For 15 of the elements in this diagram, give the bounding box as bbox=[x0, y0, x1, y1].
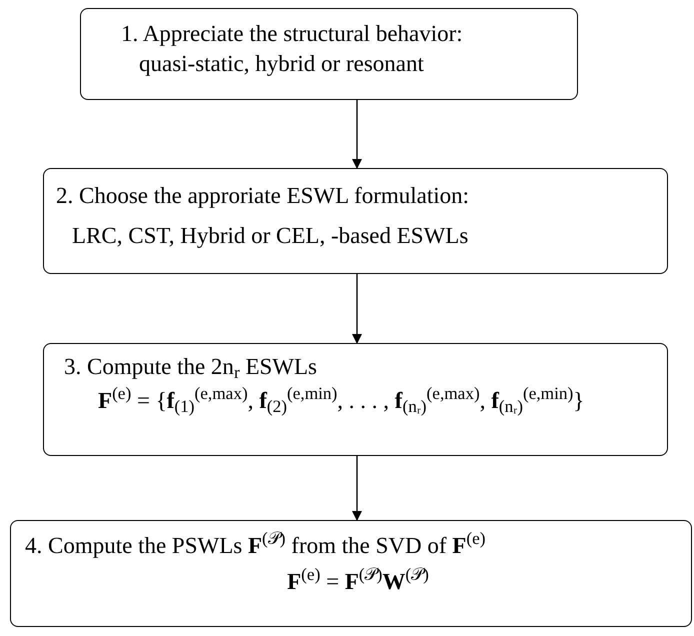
step-detail: LRC, CST, Hybrid or CEL, -based ESWLs bbox=[71, 222, 470, 250]
arrow bbox=[352, 274, 362, 344]
process-box bbox=[80, 8, 578, 100]
step-title: 2. Choose the approriate ESWL formulation: bbox=[56, 182, 470, 210]
arrow bbox=[352, 100, 362, 169]
step-detail: F$^{(e)}$ = F$^{(𝒫)}$W$^{(𝒫)}$ bbox=[286, 564, 430, 596]
step-title: 3. Compute the 2n$_{r}$ ESWLs bbox=[64, 353, 318, 382]
step-detail: F$^{(e)}$ = {f$_{(1)}$$^{(e,max)}$, f$_{(2)}$$^{(e,min)}$, . . . , f$_{(nᵣ)}$$^{(e,max)}$, f$_{(nᵣ)}$$^{(e,min)}$} bbox=[97, 383, 586, 416]
arrow bbox=[352, 456, 362, 521]
step-detail: quasi-static, hybrid or resonant bbox=[138, 50, 425, 78]
process-box bbox=[10, 520, 692, 627]
step-title: 4. Compute the PSWLs F$^{(𝒫)}$ from the SVD of F$^{(e)}$ bbox=[25, 531, 486, 560]
process-box bbox=[43, 168, 668, 274]
step-title: 1. Appreciate the structural behavior: bbox=[121, 20, 464, 48]
process-box bbox=[43, 343, 668, 456]
